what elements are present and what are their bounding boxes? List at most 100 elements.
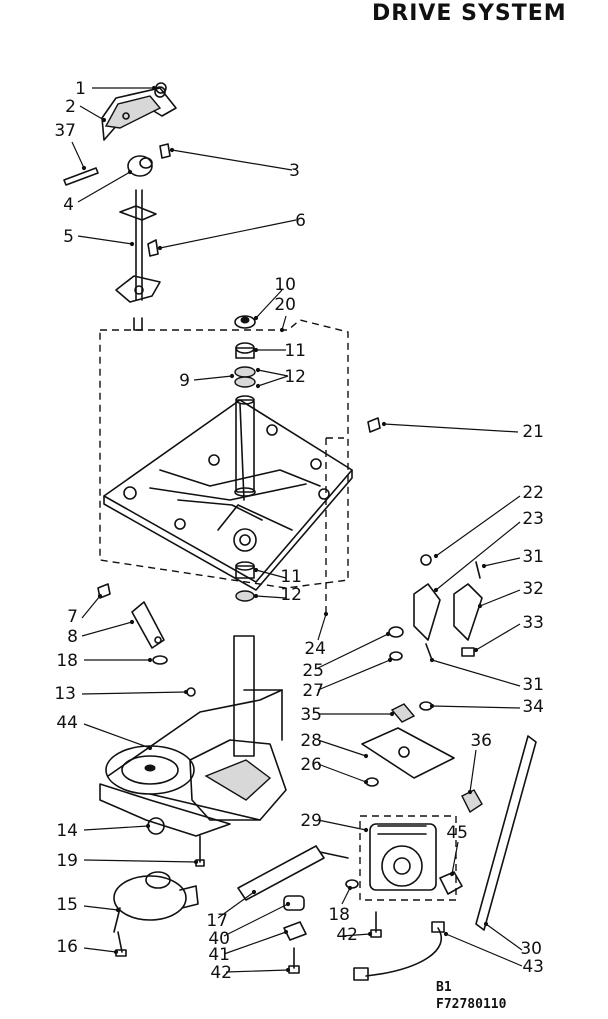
- leader-12: [257, 375, 289, 387]
- leader-tip-24: [323, 611, 329, 617]
- callout-8: 8: [67, 627, 78, 647]
- leader-7: [81, 595, 101, 619]
- leader-tip-35: [389, 711, 395, 717]
- leader-3: [171, 149, 293, 171]
- leader-21: [383, 423, 519, 433]
- callout-37: 37: [54, 121, 76, 141]
- leader-tip-11: [253, 347, 259, 353]
- washer-27-part: [389, 651, 403, 661]
- callout-24: 24: [304, 639, 326, 659]
- footer-code-b1: B1: [436, 980, 452, 995]
- leader-tip-13: [183, 689, 189, 695]
- harness-43-part: [353, 921, 445, 981]
- transmission-shaft-part: [233, 635, 283, 757]
- leader-22: [435, 495, 521, 557]
- drive-link-8-part: [131, 601, 165, 649]
- leader-12: [255, 595, 287, 599]
- callout-20: 20: [274, 295, 296, 315]
- bracket-32-part: [453, 561, 483, 641]
- leader-tip-14: [145, 823, 151, 829]
- leader-24-dashed: [325, 437, 344, 612]
- callout-27: 27: [302, 681, 324, 701]
- nut-18-left-part: [152, 655, 168, 665]
- callout-7: 7: [67, 607, 78, 627]
- leader-tip-8: [129, 619, 135, 625]
- callout-16: 16: [56, 937, 78, 957]
- leader-33: [475, 623, 521, 651]
- leader-tip-32: [477, 603, 483, 609]
- leader-tip-18: [347, 885, 353, 891]
- callout-17: 17: [206, 911, 228, 931]
- mount-plate-assembly: [99, 319, 353, 591]
- callout-12: 12: [284, 367, 306, 387]
- callout-35: 35: [300, 705, 322, 725]
- callout-15: 15: [56, 895, 78, 915]
- callout-14: 14: [56, 821, 78, 841]
- callout-18: 18: [328, 905, 350, 925]
- leader-18: [341, 887, 351, 905]
- leader-42: [225, 969, 289, 973]
- screw-21-part: [367, 417, 381, 433]
- leader-tip-34: [429, 703, 435, 709]
- nut-10-part: [234, 315, 256, 329]
- leader-tip-42: [285, 967, 291, 973]
- bracket-23-part: [413, 554, 441, 641]
- washer-13-part: [186, 687, 196, 697]
- leader-tip-29: [363, 827, 369, 833]
- leader-40: [223, 903, 289, 937]
- callout-6: 6: [295, 211, 306, 231]
- screw-6-part: [147, 239, 159, 257]
- callout-44: 44: [56, 713, 78, 733]
- leader-tip-12: [255, 383, 261, 389]
- callout-1: 1: [75, 79, 86, 99]
- callout-23: 23: [522, 509, 544, 529]
- callout-41: 41: [208, 945, 230, 965]
- leader-45: [451, 841, 459, 875]
- washer-12-top-part: [234, 366, 256, 388]
- leader-tip-2: [101, 117, 107, 123]
- leader-tip-30: [483, 921, 489, 927]
- bearing-11-top-part: [235, 342, 255, 359]
- callout-10: 10: [274, 275, 296, 295]
- clamp-40-part: [283, 895, 305, 911]
- leader-tip-12: [253, 593, 259, 599]
- pulley-belt-44-part: [105, 689, 283, 821]
- leader-26: [317, 763, 367, 783]
- callout-18: 18: [56, 651, 78, 671]
- screw-42-bottom-part: [288, 947, 300, 974]
- leader-16: [83, 947, 117, 953]
- callout-32: 32: [522, 579, 544, 599]
- leader-36: [469, 749, 477, 793]
- leader-tip-43: [443, 931, 449, 937]
- callout-5: 5: [63, 227, 74, 247]
- leader-tip-15: [115, 907, 121, 913]
- leader-tip-20: [279, 327, 285, 333]
- callout-12: 12: [280, 585, 302, 605]
- leader-tip-44: [147, 745, 153, 751]
- leader-29: [317, 819, 367, 831]
- leader-6: [159, 219, 297, 249]
- transmission-housing-part: [189, 739, 287, 821]
- leader-15: [83, 905, 119, 911]
- callout-9: 9: [179, 371, 190, 391]
- leader-tip-16: [113, 949, 119, 955]
- bushing-4-part: [127, 155, 153, 177]
- leader-tip-18: [147, 657, 153, 663]
- screw-3-part: [159, 143, 171, 159]
- leader-tip-6: [157, 245, 163, 251]
- clip-36-part: [461, 789, 483, 814]
- leader-tip-11: [253, 567, 259, 573]
- leader-tip-45: [449, 871, 455, 877]
- leader-tip-26: [363, 779, 369, 785]
- leader-25: [317, 633, 389, 669]
- callout-22: 22: [522, 483, 544, 503]
- leader-tip-19: [193, 859, 199, 865]
- leader-4: [77, 171, 131, 203]
- leader-13: [81, 691, 187, 695]
- leader-42: [341, 933, 371, 937]
- bearing-11-bottom-part: [235, 561, 255, 579]
- callout-29: 29: [300, 811, 322, 831]
- leader-tip-12: [255, 367, 261, 373]
- leader-5: [77, 235, 133, 245]
